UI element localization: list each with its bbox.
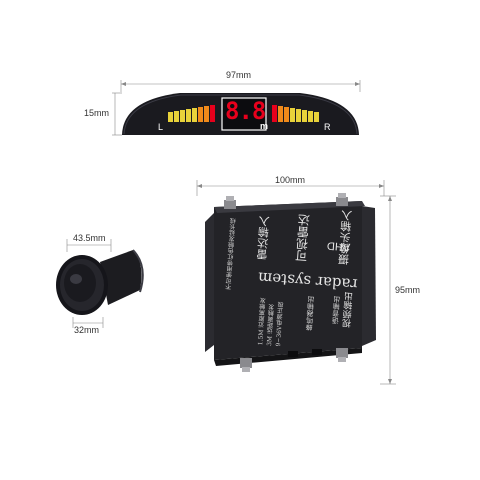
box-spec-line: 9~36V电源正极 xyxy=(275,301,286,347)
display-height-label: 15mm xyxy=(84,108,110,118)
display-right-label: R xyxy=(324,122,331,132)
bottom-connectors xyxy=(240,348,348,372)
radar-control-box xyxy=(205,193,376,372)
right-distance-segments xyxy=(272,105,319,122)
display-height-dimension xyxy=(112,92,122,136)
box-spec-list: 1.5M 近距离触发 3M 远距离触发 9~36V电源正极 xyxy=(254,289,290,347)
box-width-dimension xyxy=(196,180,385,196)
box-width-label: 100mm xyxy=(275,175,306,185)
box-height-label: 95mm xyxy=(395,285,421,295)
sensor-outer-diameter-label: 43.5mm xyxy=(73,233,106,243)
left-distance-segments xyxy=(168,105,215,122)
display-width-label: 97mm xyxy=(226,70,252,80)
sensor-dimensions xyxy=(66,239,112,328)
top-connectors xyxy=(224,193,348,209)
display-unit: m xyxy=(260,121,269,131)
display-digits: 8.8 xyxy=(225,97,266,125)
parking-display xyxy=(122,93,359,135)
display-left-label: L xyxy=(158,122,164,132)
sensor-inner-diameter-label: 32mm xyxy=(74,325,100,335)
parking-sensor xyxy=(56,249,144,315)
box-height-dimension xyxy=(380,195,396,385)
display-width-dimension xyxy=(120,80,361,92)
